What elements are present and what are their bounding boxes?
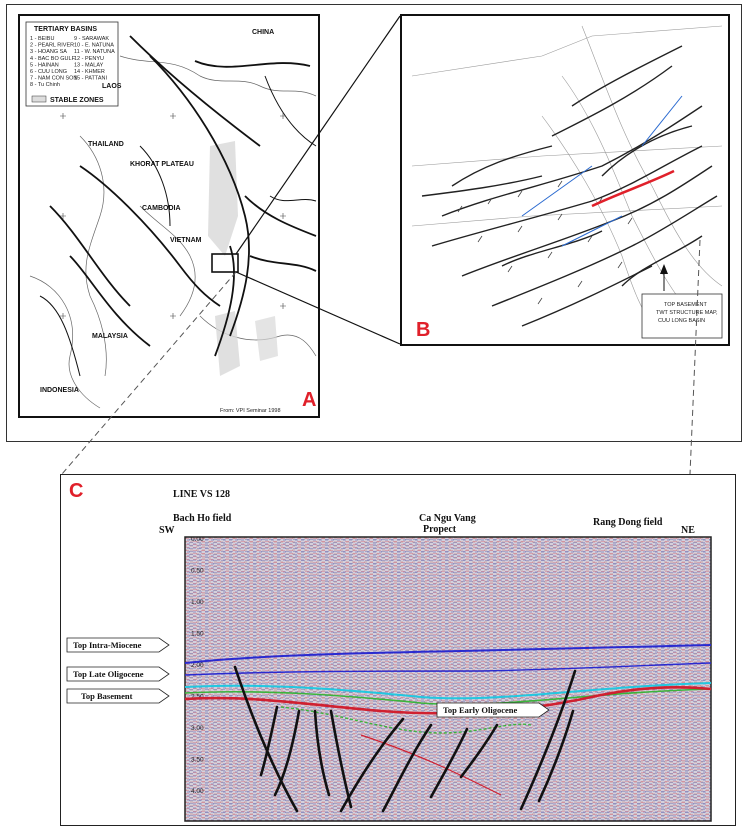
place-vietnam: VIETNAM	[170, 237, 202, 244]
place-china: CHINA	[252, 29, 274, 36]
red-trend-line	[591, 169, 675, 208]
top-figure-frame	[6, 4, 742, 442]
place-malaysia: MALAYSIA	[92, 333, 128, 340]
place-cambodia: CAMBODIA	[142, 205, 181, 212]
horizon-blue-lower	[184, 662, 712, 676]
seismic-faults	[233, 665, 577, 813]
north-arrow	[660, 264, 668, 291]
callout-basement: Top Basement	[66, 688, 170, 704]
legend-item: 4 - BAC BO GULF	[30, 56, 76, 62]
prospect-label-line-2: Propect	[423, 524, 457, 535]
y-tick-label: 3.50	[191, 757, 204, 764]
y-tick-label: 3.00	[191, 725, 204, 732]
map-source: From: VPI Seminar 1998	[220, 408, 281, 414]
callout-late-oligocene-text: Top Late Oligocene	[73, 669, 144, 679]
horizon-intra-miocene	[184, 644, 712, 664]
sw-label: SW	[159, 525, 175, 536]
legend-item: 15 - PATTANI	[74, 76, 107, 82]
legend-item: 7 - NAM CON SON	[30, 76, 77, 82]
legend-box	[25, 21, 119, 107]
horizon-late-oligocene	[184, 682, 712, 700]
legend-item: 3 - HOANG SA	[30, 49, 67, 55]
fault-network	[421, 45, 718, 327]
legend-item: 11 - W. NATUNA	[74, 49, 115, 55]
stable-zones-label: STABLE ZONES	[50, 97, 104, 104]
red-reflector-deep	[360, 734, 502, 796]
stable-zone-swatch	[31, 95, 47, 103]
place-thailand: THAILAND	[88, 141, 124, 148]
callout-early-oligocene-text: Top Early Oligocene	[443, 705, 518, 715]
ne-label: NE	[681, 525, 695, 536]
legend-item: 13 - MALAY	[74, 62, 104, 68]
panel-letter-a: A	[302, 389, 316, 411]
structure-map-svg: TOP BASEMENT TWT STRUCTURE MAP, CUU LONG…	[411, 25, 723, 341]
y-tick-label: 0.50	[191, 568, 204, 575]
contour-lines	[411, 25, 723, 337]
callout-late-oligocene: Top Late Oligocene	[66, 666, 170, 682]
map-b-legend-line-1: TOP BASEMENT	[664, 302, 708, 308]
legend-item: 14 - KHMER	[74, 69, 105, 75]
y-tick-label: 2.50	[191, 694, 204, 701]
seismic-svg: C LINE VS 128 Bach Ho field Ca Ngu Vang …	[66, 480, 712, 822]
panel-c-seismic-section: C LINE VS 128 Bach Ho field Ca Ngu Vang …	[60, 474, 736, 826]
field-right-label: Rang Dong field	[593, 517, 663, 528]
legend-item: 12 - PENYU	[74, 56, 104, 62]
prospect-label-line-1: Ca Ngu Vang	[419, 513, 476, 524]
legend-item: 6 - CUU LONG	[30, 69, 67, 75]
place-khorat: KHORAT PLATEAU	[130, 161, 194, 168]
map-b-legend-box	[641, 293, 723, 339]
place-indonesia: INDONESIA	[40, 387, 79, 394]
legend-item: 8 - Tu Chinh	[30, 82, 60, 88]
legend-item: 9 - SARAWAK	[74, 36, 109, 42]
callout-early-oligocene: Top Early Oligocene	[436, 702, 550, 718]
blue-labels	[521, 95, 683, 247]
legend-item: 1 - BEIBU	[30, 36, 54, 42]
y-tick-label: 1.50	[191, 631, 204, 638]
callout-intra-miocene: Top Intra-Miocene	[66, 637, 170, 653]
y-tick-label: 4.00	[191, 788, 204, 795]
place-laos: LAOS	[102, 83, 122, 90]
legend-item: 10 - E. NATUNA	[74, 43, 114, 49]
seismic-frame	[184, 536, 712, 822]
seismic-image	[184, 536, 712, 822]
horizon-early-oligocene	[280, 706, 532, 734]
seismic-texture	[185, 537, 711, 821]
field-left-label: Bach Ho field	[173, 513, 232, 524]
map-b-legend-line-3: CUU LONG BASIN	[658, 318, 705, 324]
legend-title: TERTIARY BASINS	[34, 26, 97, 33]
y-tick-label: 2.00	[191, 662, 204, 669]
legend-item: 5 - HAINAN	[30, 62, 59, 68]
legend-item: 2 - PEARL RIVER	[30, 43, 74, 49]
minor-fault-ticks	[457, 180, 633, 305]
map-b-legend-line-2: TWT STRUCTURE MAP,	[656, 310, 718, 316]
panel-b-structure-map: TOP BASEMENT TWT STRUCTURE MAP, CUU LONG…	[400, 14, 730, 346]
panel-letter-c: C	[69, 480, 83, 502]
callout-basement-text: Top Basement	[81, 691, 133, 701]
panel-letter-b: B	[416, 319, 430, 341]
y-tick-label: 0.00	[191, 536, 204, 543]
y-tick-label: 1.00	[191, 599, 204, 606]
y-axis-ticks: 0.00 0.50 1.00 1.50 2.00 2.50 3.00 3.50 4.00	[191, 536, 204, 795]
stable-zone-hatch	[208, 141, 278, 376]
line-title: LINE VS 128	[173, 489, 230, 500]
callout-intra-miocene-text: Top Intra-Miocene	[73, 640, 142, 650]
